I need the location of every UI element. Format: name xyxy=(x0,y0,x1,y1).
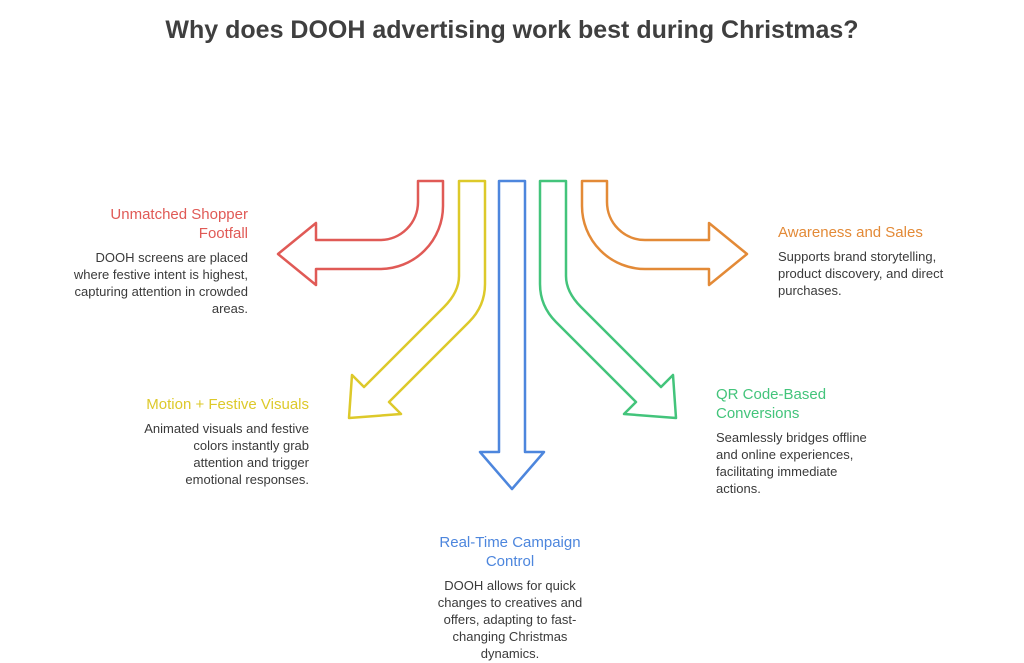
arrow-awareness xyxy=(580,179,749,287)
arrow-qr xyxy=(538,179,678,420)
item-qr-description: Seamlessly bridges offline and online ex… xyxy=(716,430,867,496)
item-qr: QR Code-Based Conversions Seamlessly bri… xyxy=(716,385,936,497)
item-visuals: Motion + Festive Visuals Animated visual… xyxy=(79,395,309,488)
item-awareness-description: Supports brand storytelling, product dis… xyxy=(778,249,944,298)
item-control-heading: Real-Time Campaign Control xyxy=(439,534,581,570)
item-control-description: DOOH allows for quick changes to creativ… xyxy=(437,578,583,661)
item-footfall: Unmatched Shopper Footfall DOOH screens … xyxy=(18,205,248,317)
item-visuals-description: Animated visuals and festive colors inst… xyxy=(144,421,309,487)
item-footfall-heading: Unmatched Shopper Footfall xyxy=(110,206,248,242)
item-footfall-description: DOOH screens are placed where festive in… xyxy=(73,250,248,316)
arrow-control xyxy=(478,179,546,491)
item-awareness-heading: Awareness and Sales xyxy=(778,224,923,241)
page-title: Why does DOOH advertising work best duri… xyxy=(165,16,859,44)
item-control: Real-Time Campaign Control DOOH allows f… xyxy=(410,533,610,662)
item-qr-heading: QR Code-Based Conversions xyxy=(716,386,827,422)
arrow-footfall xyxy=(276,179,445,287)
arrow-visuals xyxy=(347,179,487,420)
item-awareness: Awareness and Sales Supports brand story… xyxy=(778,223,1008,299)
item-visuals-heading: Motion + Festive Visuals xyxy=(146,396,309,413)
